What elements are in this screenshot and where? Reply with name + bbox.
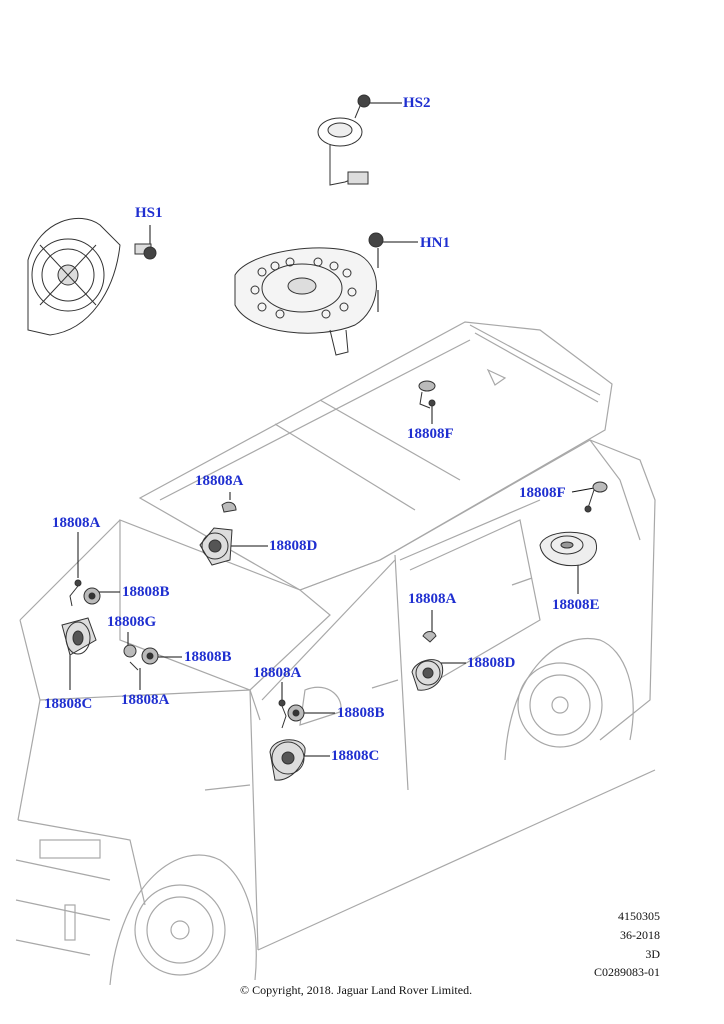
callout-18808f-roof: 18808F bbox=[407, 426, 454, 442]
doc-number: 4150305 bbox=[618, 909, 660, 923]
callout-18808c-left: 18808C bbox=[44, 696, 93, 712]
callout-hs1: HS1 bbox=[135, 205, 163, 221]
callout-18808b-left: 18808B bbox=[122, 584, 170, 600]
callout-hn1: HN1 bbox=[420, 235, 450, 251]
callout-18808b-front-door: 18808B bbox=[337, 705, 385, 721]
callout-18808a-dash-center: 18808A bbox=[195, 473, 244, 489]
speaker-18808e-rear-sub bbox=[539, 531, 597, 567]
speaker-hs2-tweeter bbox=[317, 94, 371, 186]
speaker-hn1-subwoofer bbox=[234, 232, 384, 356]
doc-view: 3D bbox=[645, 947, 660, 961]
speaker-rear-door-group bbox=[411, 631, 444, 691]
speaker-18808f-roof bbox=[418, 380, 436, 409]
callout-18808d-dash-center: 18808D bbox=[269, 538, 318, 554]
callout-18808d-rear-door: 18808D bbox=[467, 655, 516, 671]
callout-18808b-left-lower: 18808B bbox=[184, 649, 232, 665]
speaker-front-door-group bbox=[269, 699, 306, 781]
vehicle-outline bbox=[15, 321, 656, 986]
callout-18808e-rear: 18808E bbox=[552, 597, 600, 613]
callout-18808c-front-door: 18808C bbox=[331, 748, 380, 764]
callout-18808g-left: 18808G bbox=[107, 614, 157, 630]
speaker-18808f-rear bbox=[584, 481, 608, 513]
callout-18808a-left: 18808A bbox=[52, 515, 101, 531]
callout-18808a-rear-door: 18808A bbox=[408, 591, 457, 607]
speaker-18808d-dash-center bbox=[199, 501, 237, 566]
leader-lines bbox=[69, 102, 595, 757]
callout-18808f-rear: 18808F bbox=[519, 485, 566, 501]
doc-date: 36-2018 bbox=[620, 928, 660, 942]
callout-18808a-front-door: 18808A bbox=[253, 665, 302, 681]
doc-illustration-id: C0289083-01 bbox=[594, 965, 660, 979]
callout-18808a-left-lower: 18808A bbox=[121, 692, 170, 708]
speaker-left-front-group bbox=[61, 579, 159, 671]
callout-hs2: HS2 bbox=[403, 95, 431, 111]
speaker-hs1-door bbox=[27, 217, 157, 336]
copyright-notice: © Copyright, 2018. Jaguar Land Rover Lim… bbox=[240, 983, 473, 997]
